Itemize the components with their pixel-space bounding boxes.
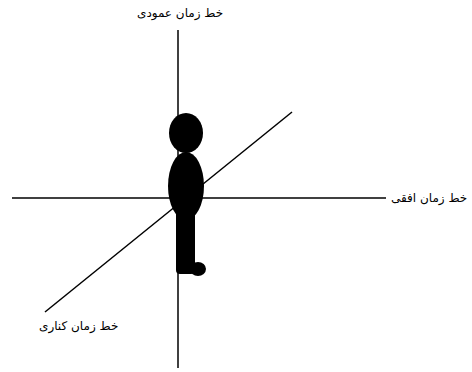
vertical-axis-label: خط زمان عمودی <box>136 6 224 20</box>
side-axis <box>45 112 292 312</box>
horizontal-axis-label: خط زمان افقی <box>390 191 468 205</box>
side-axis-label: خط زمان کناری <box>38 319 119 333</box>
human-figure <box>168 113 206 276</box>
